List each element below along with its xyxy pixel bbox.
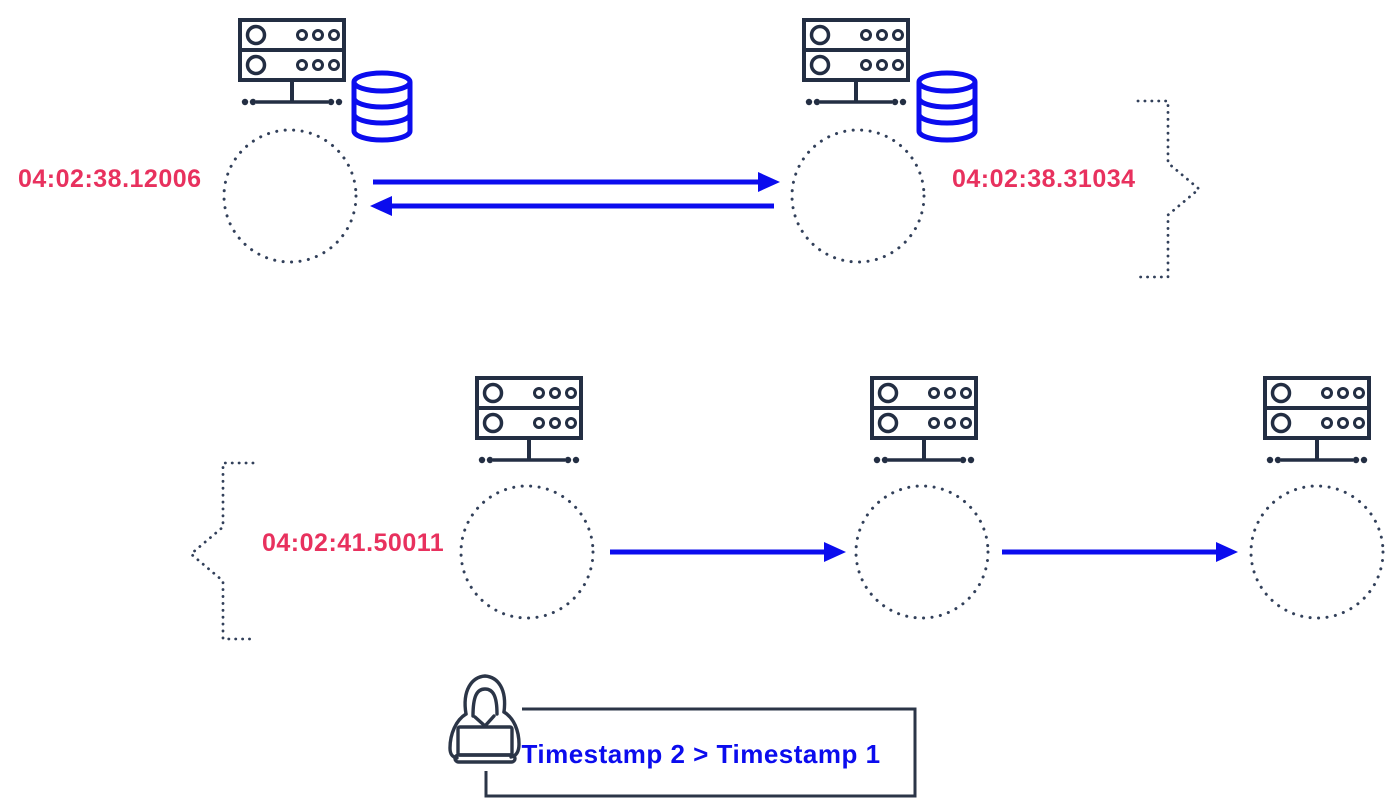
timestamp-3-label: 04:02:41.50011 (262, 529, 445, 557)
dotted-node-circle (457, 482, 597, 622)
arrow-right-icon (373, 172, 780, 192)
server-rack-icon (238, 18, 346, 108)
dotted-node-circle (852, 482, 992, 622)
left-curly-brace-icon (188, 458, 258, 644)
arrow-right-icon (610, 542, 846, 562)
timestamp-2-label: 04:02:38.31034 (952, 165, 1136, 193)
server-rack-icon (870, 376, 978, 466)
arrow-right-icon (1002, 542, 1238, 562)
attacker-note-label: Timestamp 2 > Timestamp 1 (521, 739, 881, 769)
dotted-node-circle (1247, 482, 1387, 622)
server-rack-icon (1263, 376, 1371, 466)
note-box (484, 707, 917, 798)
arrow-left-icon (370, 196, 774, 216)
right-curly-brace-icon (1133, 97, 1203, 281)
timestamp-1-label: 04:02:38.12006 (18, 165, 202, 193)
server-rack-icon (475, 376, 583, 466)
server-rack-icon (802, 18, 910, 108)
dotted-node-circle (220, 126, 360, 266)
dotted-node-circle (788, 126, 928, 266)
